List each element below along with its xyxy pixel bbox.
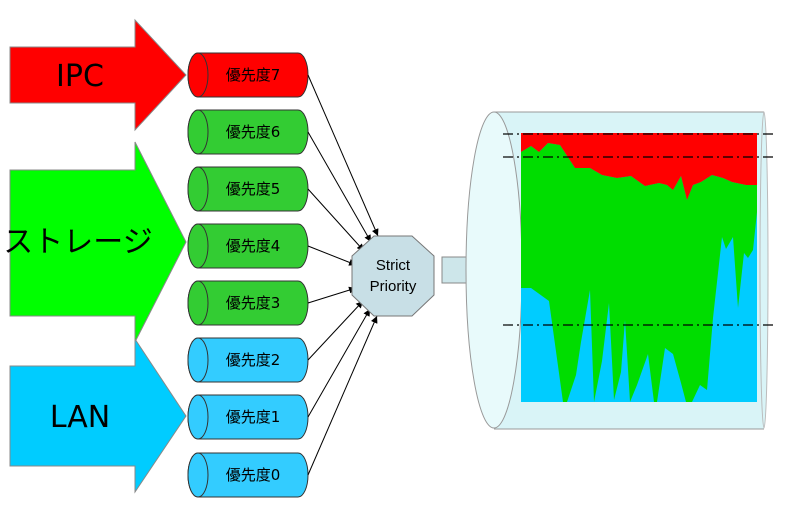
traffic-label-storage: ストレージ xyxy=(3,225,152,260)
queue-label-0: 優先度0 xyxy=(226,466,281,484)
queue-label-4: 優先度4 xyxy=(226,237,281,255)
queue-7: 優先度7 xyxy=(187,52,309,98)
scheduler-label-line1: Strict xyxy=(376,257,411,274)
traffic-label-lan: LAN xyxy=(50,400,110,435)
traffic-arrow-ipc: IPC xyxy=(9,18,187,132)
connector-5 xyxy=(307,188,365,252)
queue-6: 優先度6 xyxy=(187,109,309,155)
traffic-arrow-storage: ストレージ xyxy=(3,141,187,343)
storage-area xyxy=(521,143,757,402)
queue-label-6: 優先度6 xyxy=(226,123,281,141)
queue-label-7: 優先度7 xyxy=(226,66,281,84)
connector-4 xyxy=(307,245,357,266)
queue-label-3: 優先度3 xyxy=(226,294,281,312)
queue-label-2: 優先度2 xyxy=(226,351,281,369)
strict-priority-scheduler: Strict Priority xyxy=(351,235,435,317)
queue-3: 優先度3 xyxy=(187,280,309,326)
traffic-label-ipc: IPC xyxy=(56,59,104,94)
connector-7 xyxy=(307,74,379,237)
connector-0 xyxy=(307,315,378,476)
ipc-area xyxy=(521,133,757,200)
queue-label-5: 優先度5 xyxy=(226,180,281,198)
connector-2 xyxy=(307,300,364,361)
bandwidth-usage-chart xyxy=(503,133,777,402)
queue-5: 優先度5 xyxy=(187,166,309,212)
traffic-arrow-lan: LAN xyxy=(9,337,187,494)
connector-6 xyxy=(307,131,372,243)
connector-1 xyxy=(307,308,371,418)
scheduler-label-line2: Priority xyxy=(370,278,417,295)
connector-3 xyxy=(307,286,357,304)
queue-1: 優先度1 xyxy=(187,394,309,440)
queue-connectors xyxy=(307,74,379,476)
queue-2: 優先度2 xyxy=(187,337,309,383)
queue-label-1: 優先度1 xyxy=(226,408,281,426)
queue-0: 優先度0 xyxy=(187,452,309,498)
queue-4: 優先度4 xyxy=(187,223,309,269)
